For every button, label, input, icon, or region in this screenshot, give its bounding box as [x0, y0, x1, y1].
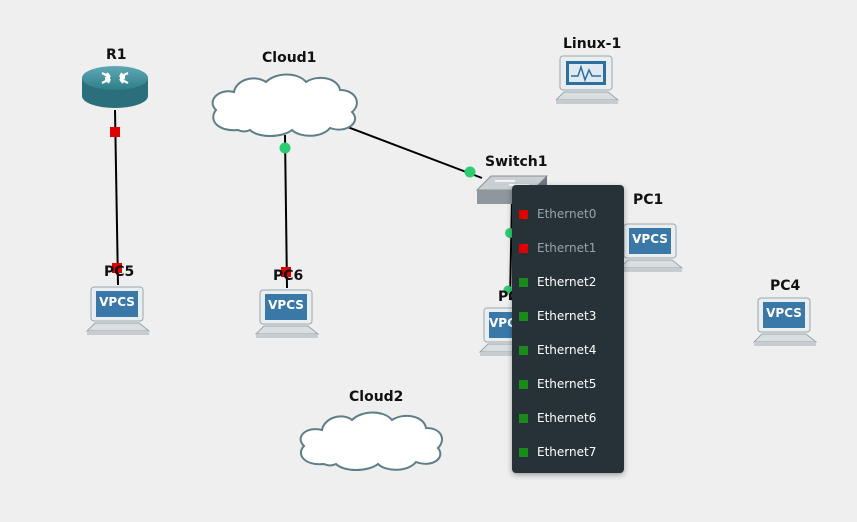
port-status-icon	[519, 243, 528, 253]
port-status-icon	[519, 277, 528, 287]
port-status-icon	[519, 413, 528, 423]
node-label-r1: R1	[106, 47, 127, 63]
node-label-pc5: PC5	[104, 264, 135, 280]
port-status-icon	[519, 311, 528, 321]
port-marker-pc6	[281, 267, 291, 277]
pc6-vpcs-icon[interactable]: VPCS	[254, 288, 320, 344]
menu-item-ethernet1[interactable]: Ethernet1	[512, 231, 624, 265]
menu-item-ethernet2[interactable]: Ethernet2	[512, 265, 624, 299]
node-label-cloud2: Cloud2	[349, 389, 404, 405]
pc1-vpcs-icon[interactable]: VPCS	[618, 222, 684, 278]
node-label-cloud1: Cloud1	[262, 50, 317, 66]
menu-item-ethernet7[interactable]: Ethernet7	[512, 435, 624, 469]
router-icon[interactable]	[80, 64, 150, 112]
menu-item-ethernet5[interactable]: Ethernet5	[512, 367, 624, 401]
menu-item-label: Ethernet4	[537, 343, 597, 357]
menu-item-label: Ethernet2	[537, 275, 597, 289]
menu-item-ethernet3[interactable]: Ethernet3	[512, 299, 624, 333]
menu-item-label: Ethernet1	[537, 241, 597, 255]
port-marker-switch1-left	[464, 166, 476, 178]
menu-item-ethernet0[interactable]: Ethernet0	[512, 197, 624, 231]
port-status-icon	[519, 209, 528, 219]
node-label-pc4: PC4	[770, 278, 801, 294]
link-cloud1-switch1[interactable]	[344, 125, 483, 179]
pc1-screen-text: VPCS	[632, 232, 668, 246]
node-label-switch1: Switch1	[485, 154, 548, 170]
port-status-icon	[519, 379, 528, 389]
menu-item-label: Ethernet5	[537, 377, 597, 391]
pc4-screen-text: VPCS	[766, 306, 802, 320]
menu-item-label: Ethernet0	[537, 207, 597, 221]
menu-item-label: Ethernet3	[537, 309, 597, 323]
cloud-icon[interactable]	[294, 410, 446, 472]
linux-host-icon[interactable]	[556, 54, 620, 112]
node-label-pc1: PC1	[633, 192, 664, 208]
pc4-vpcs-icon[interactable]: VPCS	[752, 296, 818, 352]
port-status-icon	[519, 447, 528, 457]
port-marker-cloud1-down	[279, 142, 291, 154]
pc2-vpcs-icon[interactable]: VPC	[478, 306, 512, 362]
link-switch1-pc[interactable]	[509, 199, 513, 301]
node-label-linux1: Linux-1	[563, 36, 622, 52]
menu-item-label: Ethernet6	[537, 411, 597, 425]
menu-item-ethernet4[interactable]: Ethernet4	[512, 333, 624, 367]
pc5-screen-text: VPCS	[99, 295, 135, 309]
port-marker-r1	[110, 127, 120, 137]
link-cloud1-pc6[interactable]	[284, 134, 288, 289]
port-status-icon	[519, 345, 528, 355]
menu-item-label: Ethernet7	[537, 445, 597, 459]
pc5-vpcs-icon[interactable]: VPCS	[85, 285, 151, 341]
link-r1-pc5[interactable]	[114, 109, 119, 286]
port-marker-pc5	[112, 263, 122, 273]
pc6-screen-text: VPCS	[268, 298, 304, 312]
port-context-menu: Ethernet0 Ethernet1 Ethernet2 Ethernet3 …	[512, 185, 624, 473]
cloud-icon[interactable]	[206, 70, 362, 138]
pc2-screen-text: VPC	[489, 316, 512, 330]
node-label-pc6: PC6	[273, 268, 304, 284]
port-marker-pc	[503, 285, 513, 295]
menu-item-ethernet6[interactable]: Ethernet6	[512, 401, 624, 435]
